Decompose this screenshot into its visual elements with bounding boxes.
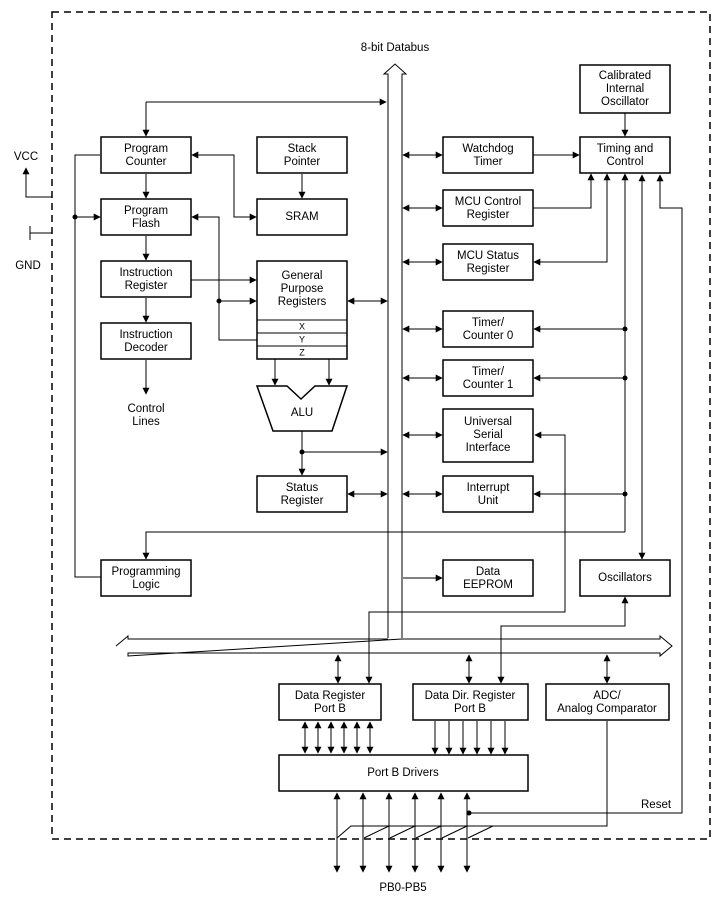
svg-text:Purpose: Purpose	[281, 283, 324, 295]
svg-text:MCU Control: MCU Control	[455, 196, 521, 208]
svg-text:X: X	[299, 321, 305, 331]
calibrated-oscillator-block: Calibrated Internal Oscillator	[579, 64, 671, 114]
svg-text:Oscillators: Oscillators	[598, 572, 652, 584]
svg-text:Watchdog: Watchdog	[462, 143, 513, 155]
vcc-label: VCC	[14, 151, 38, 163]
data-register-port-b-block: Data Register Port B	[278, 683, 382, 721]
timing-control-block: Timing and Control	[579, 136, 671, 174]
svg-text:Timing and: Timing and	[597, 143, 653, 155]
timer-counter-0-block: Timer/ Counter 0	[442, 310, 534, 348]
alu-block: ALU	[255, 385, 349, 432]
svg-text:Data: Data	[476, 566, 501, 578]
reset-label: Reset	[641, 799, 672, 811]
svg-text:Universal: Universal	[464, 416, 512, 428]
sram-block: SRAM	[256, 198, 348, 236]
svg-text:Analog Comparator: Analog Comparator	[557, 703, 657, 715]
program-counter-block: Program Counter	[100, 136, 192, 174]
data-dir-register-port-b-block: Data Dir. Register Port B	[412, 683, 529, 721]
instruction-register-block: Instruction Register	[100, 260, 192, 298]
gnd-label: GND	[15, 260, 41, 272]
svg-text:Internal: Internal	[606, 83, 644, 95]
svg-text:ALU: ALU	[291, 407, 313, 419]
svg-text:Instruction: Instruction	[119, 329, 172, 341]
svg-text:Timer: Timer	[474, 156, 503, 168]
connections	[22, 98, 683, 873]
pins-label: PB0-PB5	[379, 882, 426, 894]
mcu-control-register-block: MCU Control Register	[442, 189, 534, 227]
svg-text:Data Register: Data Register	[295, 690, 365, 702]
databus-horizontal	[115, 634, 673, 658]
svg-text:Calibrated: Calibrated	[599, 70, 651, 82]
status-register-block: Status Register	[256, 475, 348, 513]
svg-text:Programming: Programming	[111, 566, 180, 578]
timer-counter-1-block: Timer/ Counter 1	[442, 359, 534, 397]
program-flash-block: Program Flash	[100, 198, 192, 236]
svg-text:Control: Control	[606, 156, 643, 168]
programming-logic-block: Programming Logic	[100, 559, 192, 597]
svg-text:MCU Status: MCU Status	[457, 250, 519, 262]
svg-text:Register: Register	[125, 280, 168, 292]
svg-text:Counter: Counter	[126, 156, 167, 168]
svg-text:Port B: Port B	[454, 703, 486, 715]
svg-text:Logic: Logic	[132, 579, 160, 591]
svg-text:Y: Y	[299, 334, 305, 344]
watchdog-timer-block: Watchdog Timer	[442, 136, 534, 174]
svg-text:Instruction: Instruction	[119, 267, 172, 279]
svg-text:Serial: Serial	[473, 429, 502, 441]
svg-text:Stack: Stack	[288, 143, 317, 155]
svg-text:Register: Register	[467, 209, 510, 221]
stack-pointer-block: Stack Pointer	[256, 136, 348, 174]
svg-text:Registers: Registers	[278, 296, 327, 308]
databus-vertical	[382, 63, 408, 638]
data-eeprom-block: Data EEPROM	[442, 559, 534, 597]
chip-boundary	[51, 11, 711, 840]
adc-analog-comparator-block: ADC/ Analog Comparator	[545, 683, 670, 721]
svg-text:Program: Program	[124, 205, 168, 217]
svg-text:Decoder: Decoder	[124, 342, 168, 354]
svg-text:Z: Z	[299, 347, 305, 357]
svg-text:Timer/: Timer/	[472, 317, 505, 329]
control-lines-label-2: Lines	[132, 416, 160, 428]
svg-text:Timer/: Timer/	[472, 366, 505, 378]
databus-title: 8-bit Databus	[361, 42, 430, 54]
svg-text:Counter 1: Counter 1	[463, 379, 514, 391]
general-purpose-registers-block: General Purpose Registers X Y Z	[256, 260, 348, 360]
svg-text:Counter 0: Counter 0	[463, 330, 514, 342]
oscillators-block: Oscillators	[579, 559, 671, 597]
svg-text:Port B Drivers: Port B Drivers	[367, 767, 439, 779]
svg-text:Program: Program	[124, 143, 168, 155]
control-lines-label-1: Control	[127, 403, 164, 415]
svg-text:Interface: Interface	[466, 442, 511, 454]
interrupt-unit-block: Interrupt Unit	[442, 475, 534, 513]
svg-text:ADC/: ADC/	[593, 690, 621, 702]
svg-text:Interrupt: Interrupt	[467, 482, 511, 494]
svg-text:Status: Status	[286, 482, 319, 494]
svg-text:Register: Register	[467, 263, 510, 275]
svg-text:SRAM: SRAM	[285, 211, 318, 223]
svg-text:Port B: Port B	[314, 703, 346, 715]
svg-text:Register: Register	[281, 495, 324, 507]
svg-text:General: General	[282, 270, 323, 282]
svg-text:Flash: Flash	[132, 218, 160, 230]
universal-serial-interface-block: Universal Serial Interface	[442, 408, 534, 463]
svg-text:EEPROM: EEPROM	[463, 579, 513, 591]
mcu-status-register-block: MCU Status Register	[442, 243, 534, 281]
svg-text:Pointer: Pointer	[284, 156, 321, 168]
instruction-decoder-block: Instruction Decoder	[100, 322, 192, 360]
svg-text:Oscillator: Oscillator	[601, 96, 649, 108]
svg-text:Unit: Unit	[478, 495, 499, 507]
svg-text:Data Dir. Register: Data Dir. Register	[425, 690, 516, 702]
port-b-drivers-block: Port B Drivers	[278, 754, 529, 792]
